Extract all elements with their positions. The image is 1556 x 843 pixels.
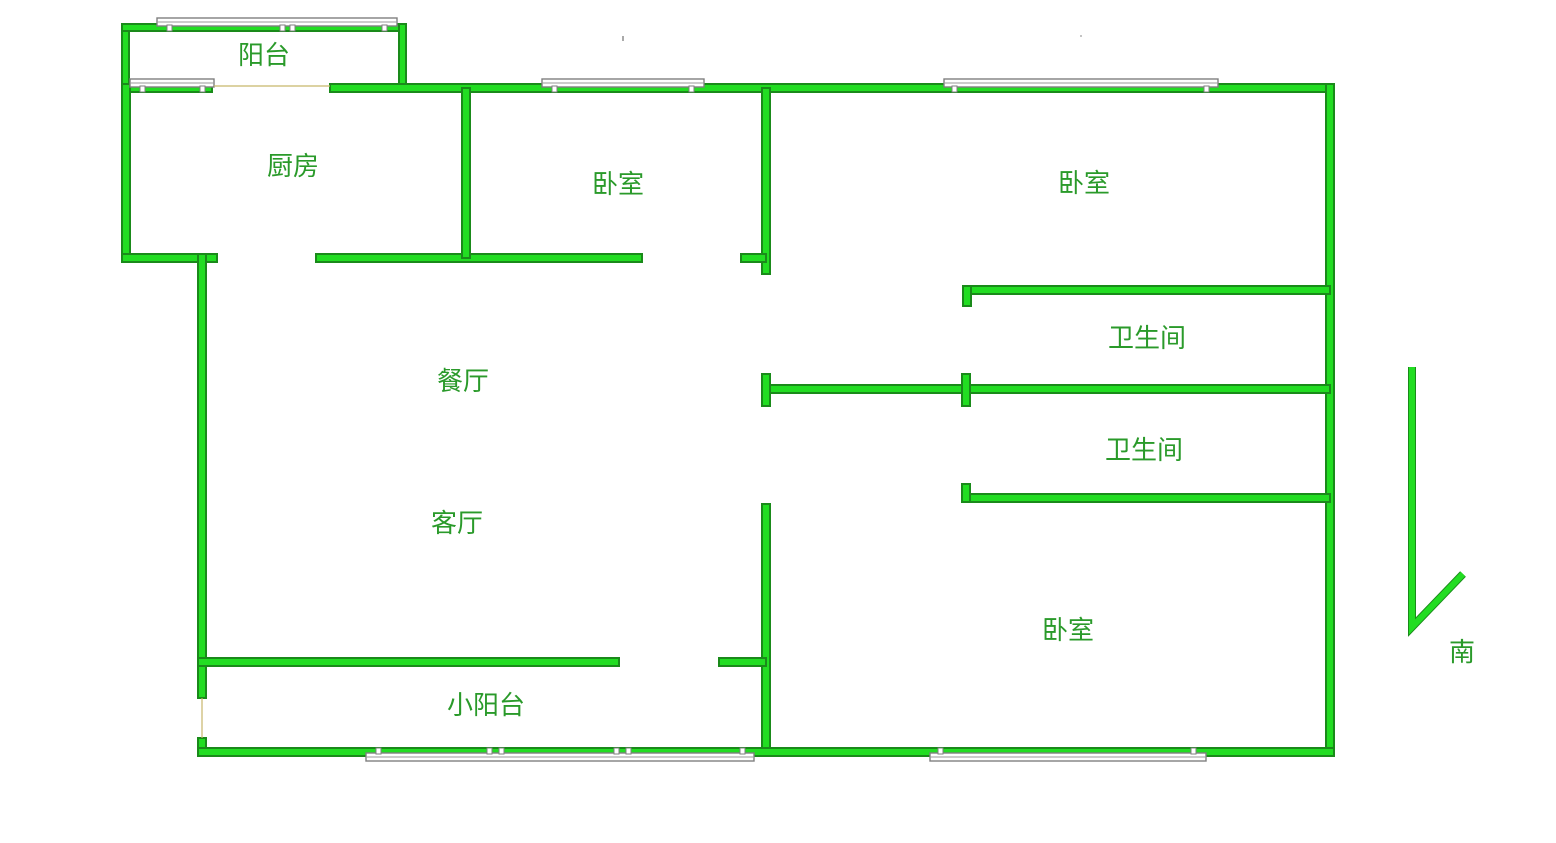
wall-living-left — [197, 253, 207, 699]
walls — [121, 23, 1335, 757]
wall-bath-mid-stub-left — [761, 373, 771, 407]
wall-living-divider — [761, 503, 771, 755]
wall-balcony-left — [121, 23, 130, 91]
wall-bedroom-stub — [740, 253, 767, 263]
compass-arrow-outline — [1408, 367, 1466, 637]
room-label-small-balcony: 小阳台 — [447, 691, 525, 721]
room-label-bathroom-2: 卫生间 — [1105, 436, 1183, 466]
wall-small-balcony-top-right — [718, 657, 767, 667]
compass-arrow — [1409, 367, 1466, 635]
wall-bath-mid-stub-center — [961, 373, 971, 407]
window-balcony-top — [156, 17, 398, 32]
window-kitchen-top — [129, 78, 215, 93]
window-bedroom-south-bottom — [929, 747, 1207, 762]
room-label-bathroom-1: 卫生间 — [1108, 324, 1186, 354]
room-label-bedroom-large: 卧室 — [1058, 169, 1110, 199]
compass: 南 — [1408, 367, 1475, 668]
window-bedroom-large-top — [943, 78, 1219, 93]
wall-bath1-top-stub — [962, 285, 972, 307]
window-small-balcony-bottom — [365, 747, 755, 762]
room-label-bedroom-small: 卧室 — [592, 170, 644, 200]
wall-kitchen-left — [121, 83, 131, 263]
wall-balcony-right — [398, 23, 407, 91]
wall-bath-mid — [761, 384, 1331, 394]
wall-kitchen-bedroom-divider — [461, 87, 471, 259]
wall-kitchen-bottom-left — [121, 253, 218, 263]
windows — [129, 17, 1219, 762]
stray-marks — [622, 35, 1082, 41]
room-label-balcony: 阳台 — [238, 41, 290, 71]
wall-bath1-top — [962, 285, 1331, 295]
wall-bath2-bottom-stub — [961, 483, 971, 503]
wall-small-balcony-top-left — [197, 657, 620, 667]
wall-kitchen-bottom-right — [315, 253, 643, 263]
wall-bedroom-divider-top — [761, 87, 771, 275]
wall-right — [1325, 83, 1335, 757]
wall-bath2-bottom — [961, 493, 1331, 503]
room-label-dining: 餐厅 — [437, 367, 489, 397]
room-label-living: 客厅 — [431, 509, 483, 539]
wall-bottom — [197, 747, 1335, 757]
room-labels: 阳台 厨房 卧室 卧室 餐厅 卫生间 卫生间 客厅 卧室 小阳台 — [238, 41, 1186, 721]
room-label-kitchen: 厨房 — [267, 152, 319, 182]
window-bedroom-small-top — [541, 78, 705, 93]
room-label-bedroom-south: 卧室 — [1042, 616, 1094, 646]
compass-direction-label: 南 — [1449, 638, 1475, 668]
